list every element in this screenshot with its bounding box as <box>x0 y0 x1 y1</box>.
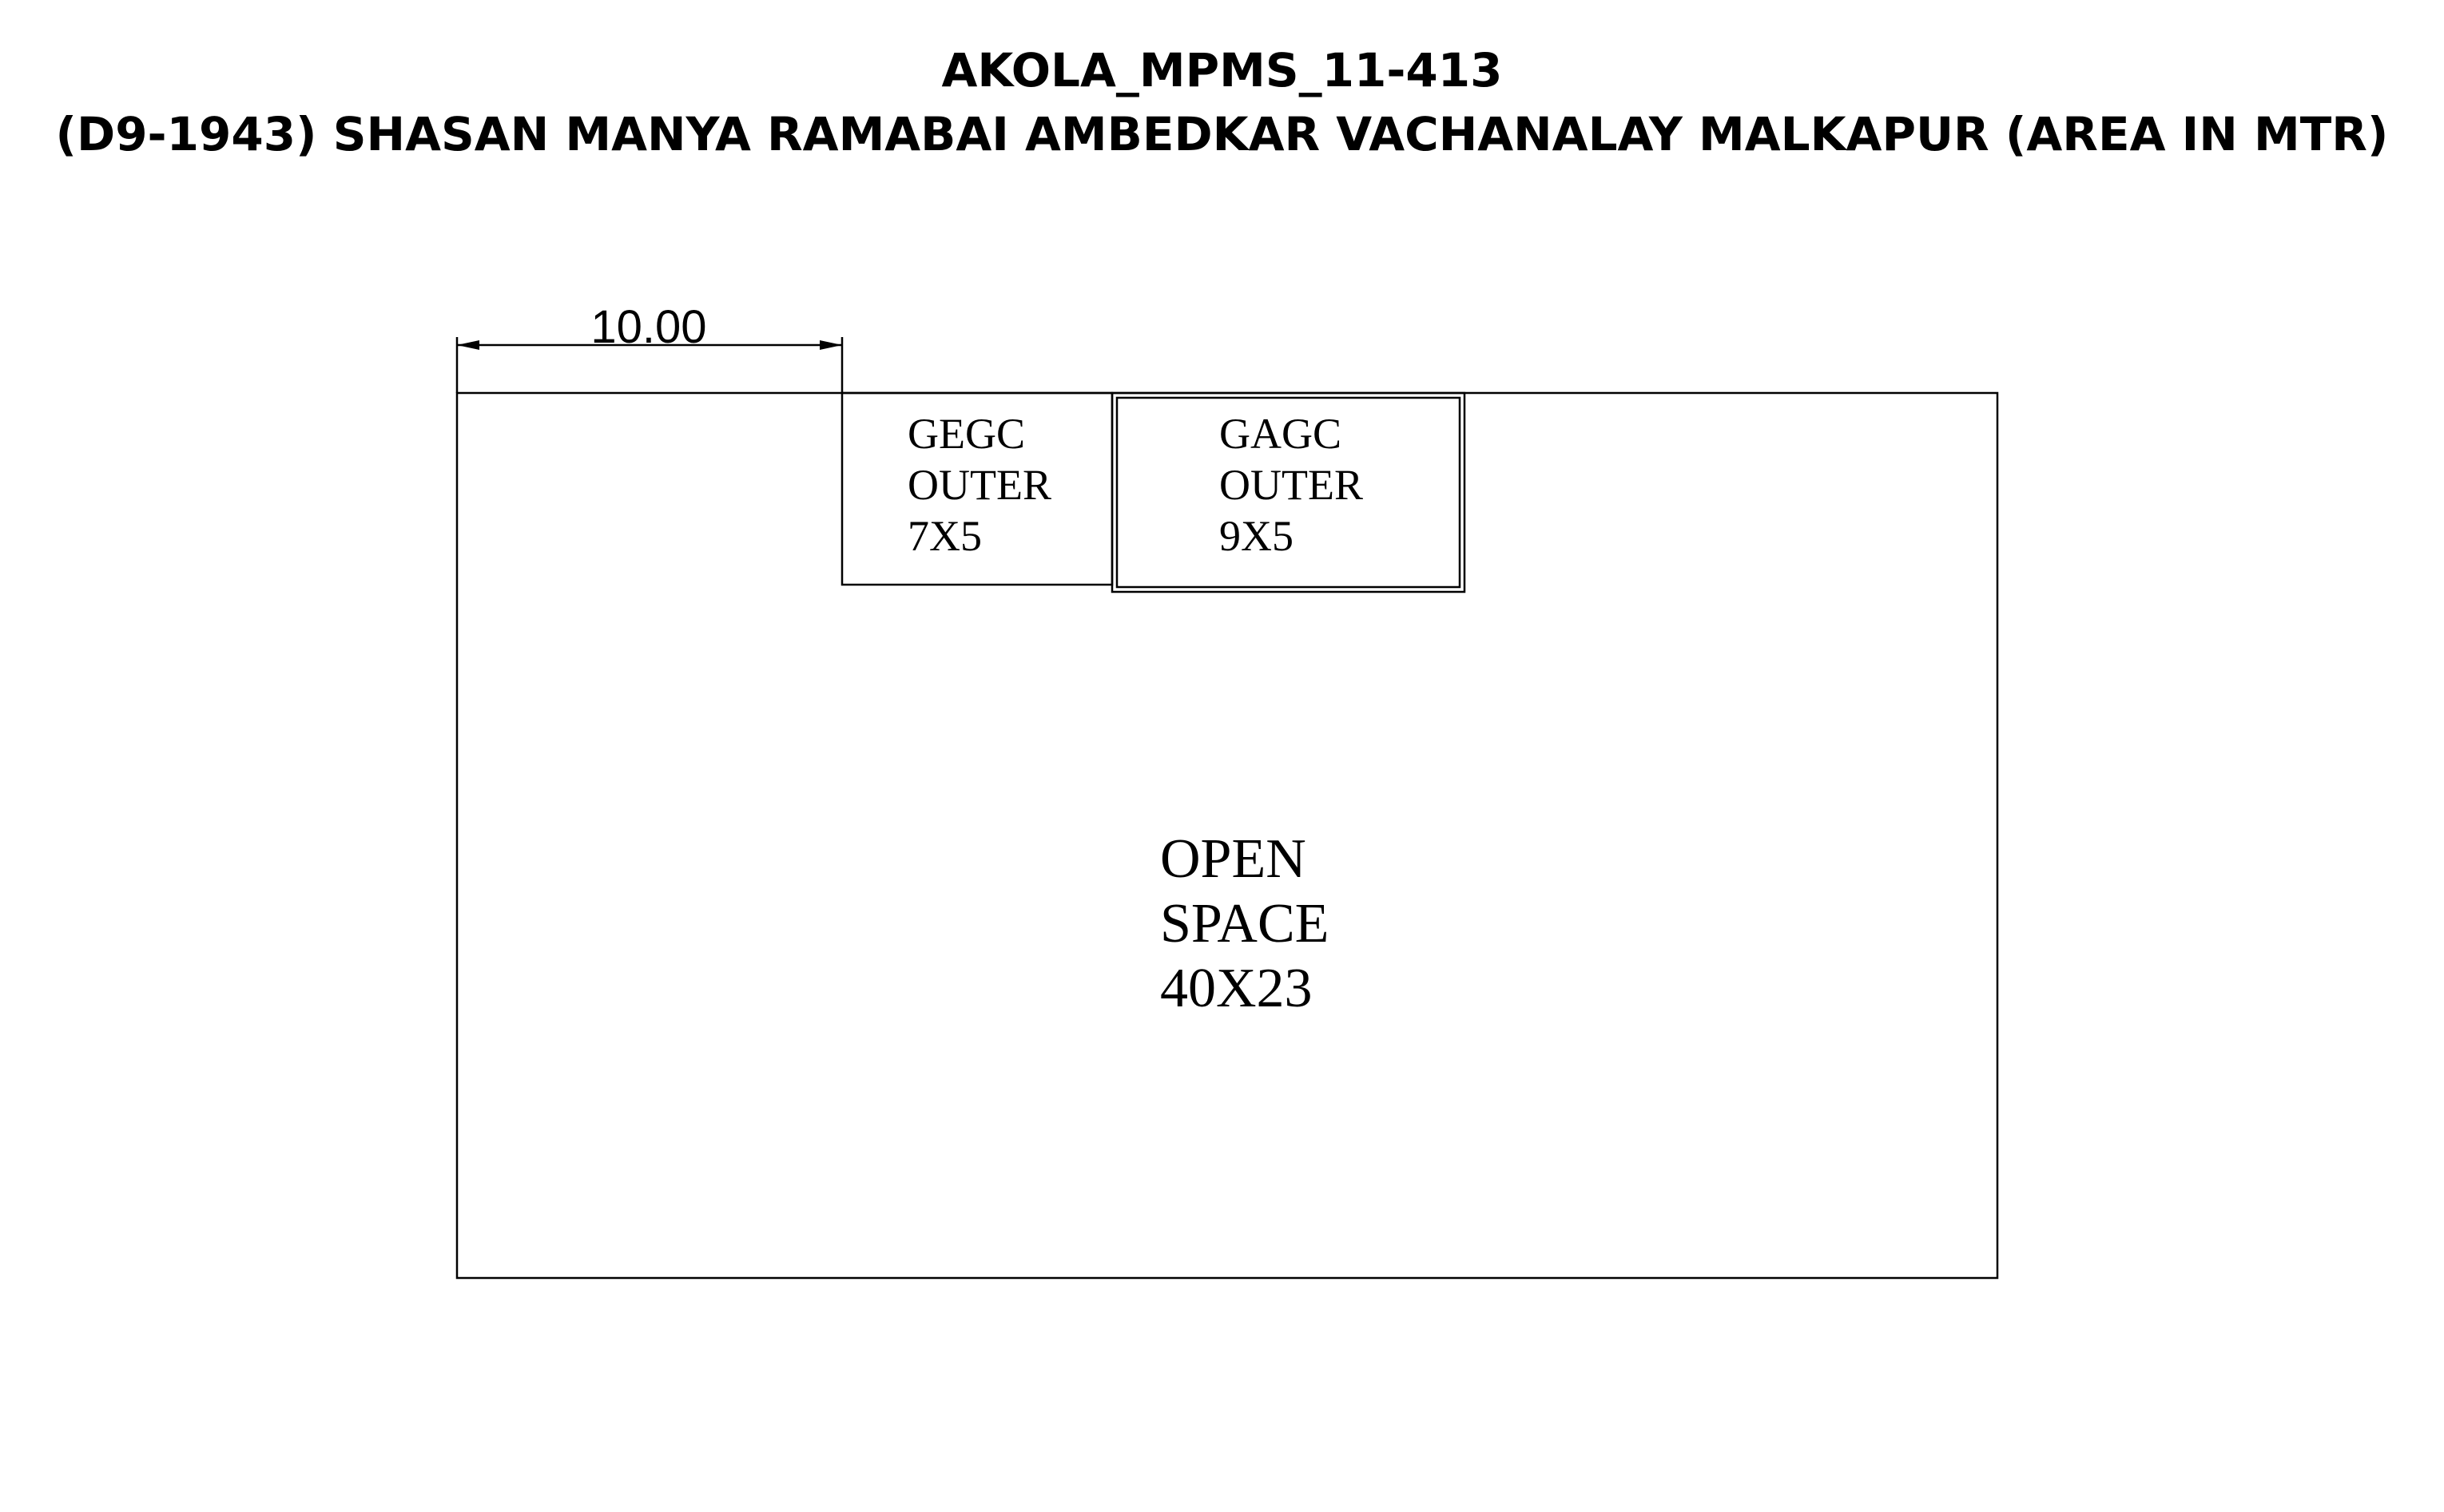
open-space-line2: SPACE <box>1160 893 1329 954</box>
open-space-label: OPEN SPACE 40X23 <box>1160 828 1329 1019</box>
room-gegc-type: OUTER <box>908 461 1051 509</box>
drawing-title-code: AKOLA_MPMS_11-413 <box>941 43 1503 97</box>
open-space-line1: OPEN <box>1160 828 1306 890</box>
dimension-label: 10.00 <box>590 301 706 353</box>
open-space-size: 40X23 <box>1160 958 1313 1019</box>
room-gegc-name: GEGC <box>908 410 1025 458</box>
dimension-arrow-left <box>457 340 479 350</box>
room-gagc-name: GAGC <box>1219 410 1341 458</box>
room-gagc-size: 9X5 <box>1219 512 1294 560</box>
dimension-arrow-right <box>820 340 842 350</box>
drawing-title-block: AKOLA_MPMS_11-413 (D9-1943) SHASAN MANYA… <box>0 38 2444 166</box>
room-gagc-outline-outer <box>1111 391 1466 593</box>
room-gagc-outline-inner <box>1115 396 1461 589</box>
room-gegc: GEGC OUTER 7X5 <box>840 391 1114 586</box>
drawing-title-description: (D9-1943) SHASAN MANYA RAMABAI AMBEDKAR … <box>55 107 2389 161</box>
dimension-10m: 10.00 <box>455 301 844 393</box>
room-gegc-size: 7X5 <box>908 512 982 560</box>
room-gagc: GAGC OUTER 9X5 <box>1111 391 1466 593</box>
room-gagc-type: OUTER <box>1219 461 1363 509</box>
